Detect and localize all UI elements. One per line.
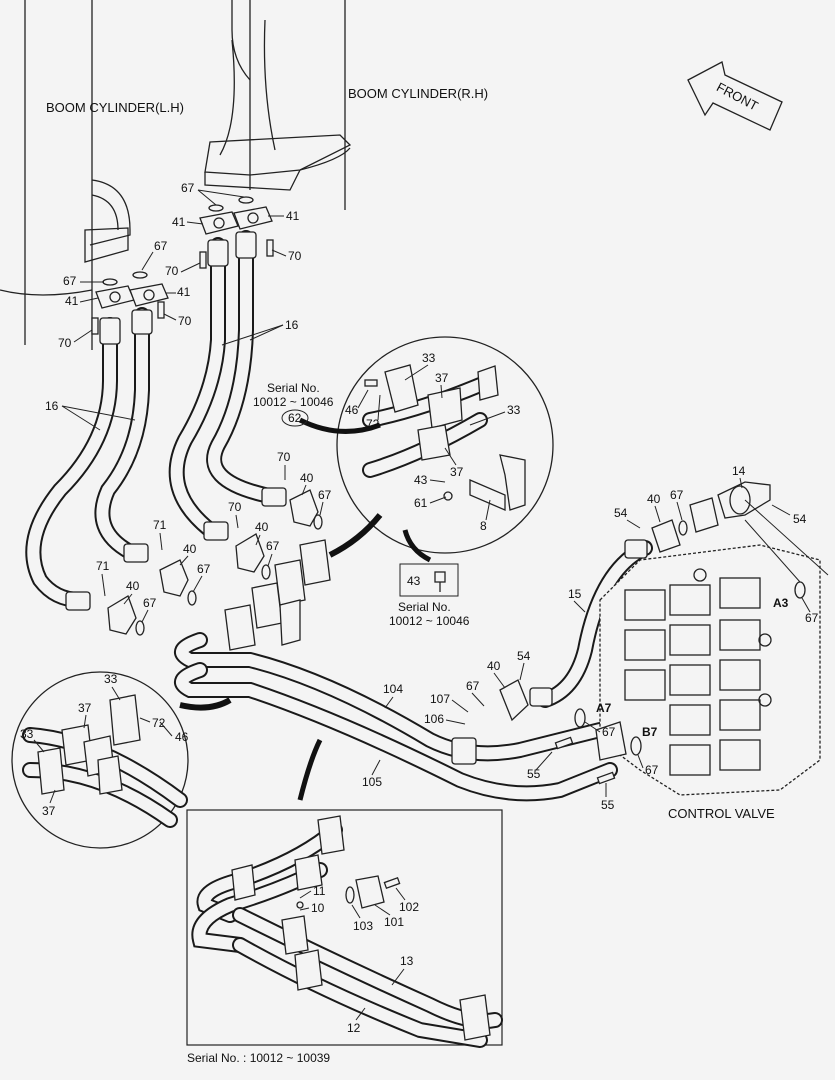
callout-70: 70	[288, 249, 302, 263]
callout-labels: 67 41 41 70 70 67 67 41 41 70 70 16 16 3…	[20, 181, 819, 1035]
callout-72: 72	[152, 716, 166, 730]
boom-cylinder-rh-drawing	[204, 0, 352, 210]
callout-54: 54	[517, 649, 531, 663]
callout-37: 37	[42, 804, 56, 818]
boom-cylinder-lh-drawing	[0, 0, 131, 350]
control-valve-drawing	[599, 544, 821, 796]
callout-55: 55	[527, 767, 541, 781]
callout-37: 37	[435, 371, 449, 385]
callout-67: 67	[143, 596, 157, 610]
callout-107: 107	[430, 692, 450, 706]
callout-67: 67	[181, 181, 195, 195]
callout-8: 8	[480, 519, 487, 533]
pipe-manifold-block	[224, 539, 331, 651]
callout-72: 72	[366, 417, 380, 431]
boom-cylinder-rh-title: BOOM CYLINDER(R.H)	[348, 86, 488, 101]
front-direction-arrow: FRONT	[687, 61, 783, 131]
callout-67: 67	[670, 488, 684, 502]
hose-16-group	[25, 230, 273, 608]
callout-33: 33	[20, 727, 34, 741]
serial-62-line2: 10012 ~ 10046	[253, 395, 334, 409]
detail-circle-clamp-upper	[336, 336, 554, 554]
callout-15: 15	[568, 587, 582, 601]
hose-15	[499, 519, 681, 722]
callout-67: 67	[197, 562, 211, 576]
callout-10: 10	[311, 901, 325, 915]
inset-serial-label: Serial No. : 10012 ~ 10039	[187, 1051, 330, 1065]
inset-serial-10012-10039: Serial No. : 10012 ~ 10039	[186, 809, 503, 1065]
callout-103: 103	[353, 919, 373, 933]
port-a7: A7	[596, 701, 612, 715]
port-a3: A3	[773, 596, 789, 610]
callout-46: 46	[175, 730, 189, 744]
flange-41-upper-left	[199, 206, 273, 235]
callout-67: 67	[266, 539, 280, 553]
callout-71: 71	[96, 559, 110, 573]
box-43-line2: 10012 ~ 10046	[389, 614, 470, 628]
detail-circle-clamp-left	[11, 671, 189, 849]
callout-33: 33	[507, 403, 521, 417]
callout-54: 54	[614, 506, 628, 520]
callout-37: 37	[78, 701, 92, 715]
callout-105: 105	[362, 775, 382, 789]
callout-43: 43	[414, 473, 428, 487]
callout-33: 33	[104, 672, 118, 686]
callout-40: 40	[487, 659, 501, 673]
callout-12: 12	[347, 1021, 361, 1035]
callout-41: 41	[172, 215, 186, 229]
callout-67: 67	[805, 611, 819, 625]
callout-46: 46	[345, 403, 359, 417]
serial-62-ref: 62	[288, 411, 302, 425]
valve-port-parts	[554, 520, 806, 785]
callout-101: 101	[384, 915, 404, 929]
hose-end-fittings	[65, 231, 287, 611]
port-b7: B7	[642, 725, 658, 739]
callout-11: 11	[313, 884, 326, 898]
callout-104: 104	[383, 682, 403, 696]
callout-14: 14	[732, 464, 746, 478]
callout-61: 61	[414, 496, 428, 510]
callout-41: 41	[65, 294, 79, 308]
serial-box-43: 43 Serial No. 10012 ~ 10046	[389, 563, 470, 628]
callout-40: 40	[183, 542, 197, 556]
callout-67: 67	[154, 239, 168, 253]
box-43-line1: Serial No.	[398, 600, 451, 614]
callout-70: 70	[178, 314, 192, 328]
control-valve-title: CONTROL VALVE	[668, 806, 775, 821]
callout-40: 40	[647, 492, 661, 506]
callout-40: 40	[126, 579, 140, 593]
callout-41: 41	[177, 285, 191, 299]
callout-67: 67	[466, 679, 480, 693]
callout-16: 16	[45, 399, 59, 413]
serial-62-line1: Serial No.	[267, 381, 320, 395]
bolts-70-cylinder	[91, 239, 274, 335]
callout-33: 33	[422, 351, 436, 365]
callout-71: 71	[153, 518, 167, 532]
callout-54: 54	[793, 512, 807, 526]
callout-41: 41	[286, 209, 300, 223]
callout-16: 16	[285, 318, 299, 332]
box-43-ref: 43	[407, 574, 421, 588]
callout-67: 67	[645, 763, 659, 777]
callout-40: 40	[255, 520, 269, 534]
callout-102: 102	[399, 900, 419, 914]
serial-note-62: Serial No. 10012 ~ 10046 62	[253, 381, 334, 427]
callout-106: 106	[424, 712, 444, 726]
callout-70: 70	[277, 450, 291, 464]
callout-70: 70	[58, 336, 72, 350]
callout-40: 40	[300, 471, 314, 485]
callout-37: 37	[450, 465, 464, 479]
callout-55: 55	[601, 798, 615, 812]
callout-67: 67	[63, 274, 77, 288]
pipes-104-105	[174, 632, 618, 802]
callout-70: 70	[228, 500, 242, 514]
callout-70: 70	[165, 264, 179, 278]
flange-41-lower-left	[95, 283, 169, 309]
callout-67: 67	[318, 488, 332, 502]
callout-67: 67	[602, 725, 616, 739]
callout-13: 13	[400, 954, 414, 968]
boom-cylinder-lh-title: BOOM CYLINDER(L.H)	[46, 100, 184, 115]
fitting-14	[689, 481, 771, 533]
